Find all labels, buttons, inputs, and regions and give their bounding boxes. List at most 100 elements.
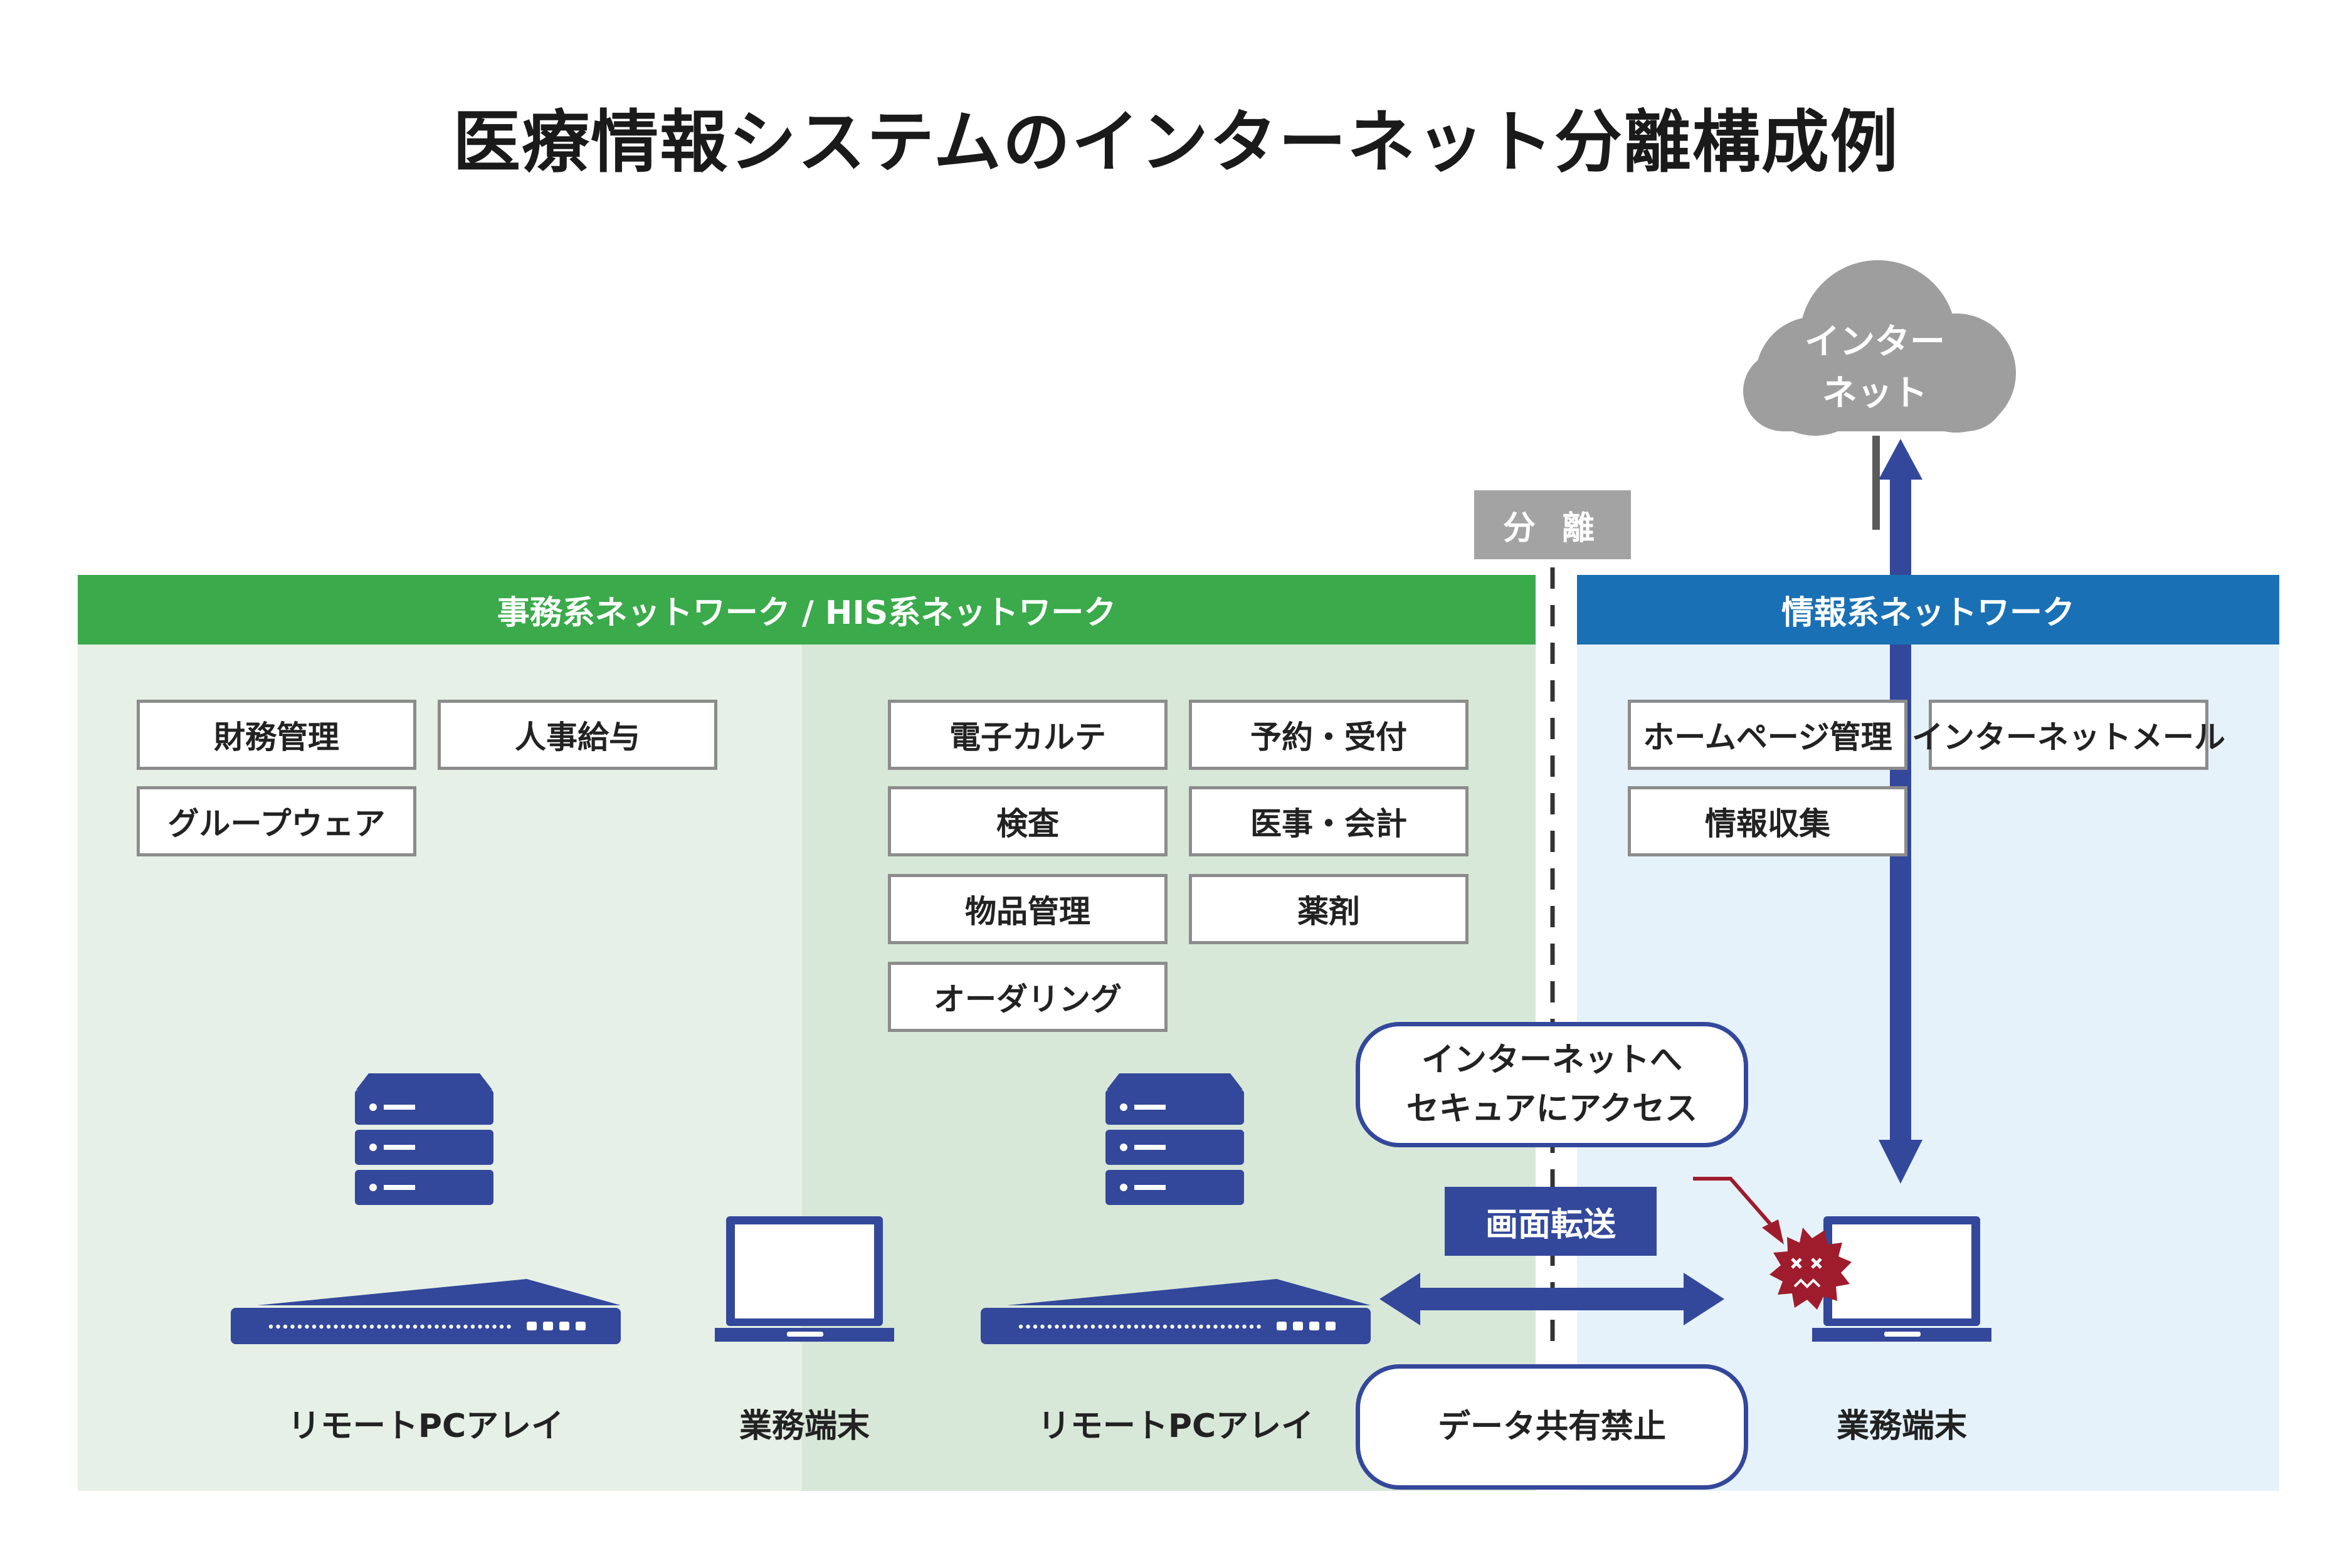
- vent-dot: [1069, 1324, 1073, 1329]
- vent-dot: [340, 1324, 345, 1329]
- vent-dot: [1018, 1324, 1023, 1329]
- vent-dot: [1184, 1324, 1189, 1329]
- vent-dot: [1220, 1324, 1225, 1329]
- remote-pc-array-icon-2: [981, 1279, 1371, 1344]
- threat-pointer-icon: [1693, 1177, 1784, 1244]
- app-box-supplies: 物品管理: [888, 874, 1168, 944]
- vent-dot: [1062, 1324, 1067, 1329]
- vent-dot: [297, 1324, 302, 1329]
- vent-dot: [391, 1324, 396, 1329]
- app-box-internet-mail: インターネットメール: [1912, 700, 2225, 770]
- laptop-icon-1: [715, 1216, 894, 1342]
- screen-transfer-arrow: [1379, 1273, 1724, 1325]
- app-box-reservation: 予約・受付: [1189, 700, 1469, 770]
- vent-dot: [485, 1324, 490, 1329]
- vent-dot: [449, 1324, 453, 1329]
- vent-dot: [1105, 1324, 1110, 1329]
- virus-icon: [1769, 1228, 1852, 1310]
- vent-dot: [1098, 1324, 1102, 1329]
- vent-dot: [1242, 1324, 1247, 1329]
- app-box-accounting: 医事・会計: [1189, 786, 1469, 856]
- vent-dot: [478, 1324, 482, 1329]
- vent-dot: [1213, 1324, 1218, 1329]
- business-terminal-label-1: 業務端末: [739, 1408, 870, 1445]
- secure-access-line2: セキュアにアクセス: [1406, 1090, 1698, 1128]
- vent-dot: [1177, 1324, 1182, 1329]
- vent-dot: [427, 1324, 432, 1329]
- vent-dot: [406, 1324, 410, 1329]
- vent-dot: [268, 1324, 273, 1329]
- vent-dot: [441, 1324, 446, 1329]
- vent-dot: [283, 1324, 288, 1329]
- vent-dot: [312, 1324, 317, 1329]
- office-network-zone: [78, 645, 802, 1491]
- office-his-network-header: 事務系ネットワーク / HIS系ネットワーク: [78, 575, 1536, 645]
- app-box-ordering: オーダリング: [888, 962, 1168, 1032]
- vent-dot: [348, 1324, 352, 1329]
- vent-dot: [1235, 1324, 1240, 1329]
- vent-dot: [1163, 1324, 1168, 1329]
- screen-transfer-label: 画面転送: [1445, 1187, 1657, 1256]
- vent-dot: [1170, 1324, 1174, 1329]
- internet-cloud-label: インター ネット: [1737, 317, 2013, 419]
- cloud-label-line1: インター: [1805, 322, 1945, 362]
- vent-dot: [456, 1324, 461, 1329]
- vent-dot: [362, 1324, 367, 1329]
- vent-dot: [305, 1324, 309, 1329]
- internet-link-line: [1872, 436, 1880, 530]
- vent-dot: [290, 1324, 295, 1329]
- vent-dot: [1148, 1324, 1153, 1329]
- app-box-pharmacy: 薬剤: [1189, 874, 1469, 944]
- internet-cloud-icon: [1743, 260, 2016, 436]
- app-box-hr-payroll: 人事給与: [438, 700, 717, 770]
- vent-dot: [1112, 1324, 1117, 1329]
- no-data-sharing-callout: データ共有禁止: [1356, 1364, 1748, 1490]
- vent-dot: [369, 1324, 374, 1329]
- vent-dot: [1055, 1324, 1059, 1329]
- vent-dot: [1090, 1324, 1095, 1329]
- app-box-info-gathering: 情報収集: [1628, 786, 1907, 856]
- vent-dot: [463, 1324, 468, 1329]
- vent-dot: [398, 1324, 403, 1329]
- vent-dot: [1228, 1324, 1232, 1329]
- page-title: 医療情報システムのインターネット分離構成例: [453, 103, 1899, 182]
- business-terminal-label-2: 業務端末: [1836, 1408, 1967, 1445]
- vent-dot: [1026, 1324, 1030, 1329]
- vent-dot: [435, 1324, 439, 1329]
- vent-dot: [1257, 1324, 1261, 1329]
- vent-dot: [1191, 1324, 1196, 1329]
- server-stack-icon-1: [355, 1073, 493, 1205]
- secure-access-line1: インターネットへ: [1421, 1041, 1682, 1079]
- vent-dot: [413, 1324, 418, 1329]
- vent-dot: [276, 1324, 280, 1329]
- vent-dot: [326, 1324, 331, 1329]
- vent-dot: [492, 1324, 497, 1329]
- vent-dot: [1206, 1324, 1211, 1329]
- vent-dot: [499, 1324, 504, 1329]
- vent-dot: [1119, 1324, 1124, 1329]
- vent-dot: [420, 1324, 425, 1329]
- remote-pc-array-label-1: リモートPCアレイ: [287, 1408, 564, 1445]
- remote-pc-array-icon-1: [231, 1279, 621, 1344]
- vent-dot: [1141, 1324, 1146, 1329]
- vent-dot: [377, 1324, 381, 1329]
- app-box-exam: 検査: [888, 786, 1168, 856]
- vent-dot: [384, 1324, 389, 1329]
- vent-dot: [470, 1324, 475, 1329]
- vent-dot: [1033, 1324, 1038, 1329]
- server-stack-icon-2: [1105, 1073, 1244, 1205]
- app-box-finance: 財務管理: [137, 700, 416, 770]
- info-network-header: 情報系ネットワーク: [1577, 575, 2279, 645]
- vent-dot: [334, 1324, 338, 1329]
- app-box-homepage: ホームページ管理: [1628, 700, 1907, 770]
- vent-dot: [1040, 1324, 1045, 1329]
- vent-dot: [1156, 1324, 1160, 1329]
- remote-pc-array-label-2: リモートPCアレイ: [1037, 1408, 1314, 1445]
- vent-dot: [1047, 1324, 1052, 1329]
- separation-badge: 分 離: [1474, 490, 1631, 559]
- vent-dot: [1199, 1324, 1203, 1329]
- app-box-emr: 電子カルテ: [888, 700, 1168, 770]
- app-box-groupware: グループウェア: [137, 786, 416, 856]
- cloud-label-line2: ネット: [1822, 373, 1927, 414]
